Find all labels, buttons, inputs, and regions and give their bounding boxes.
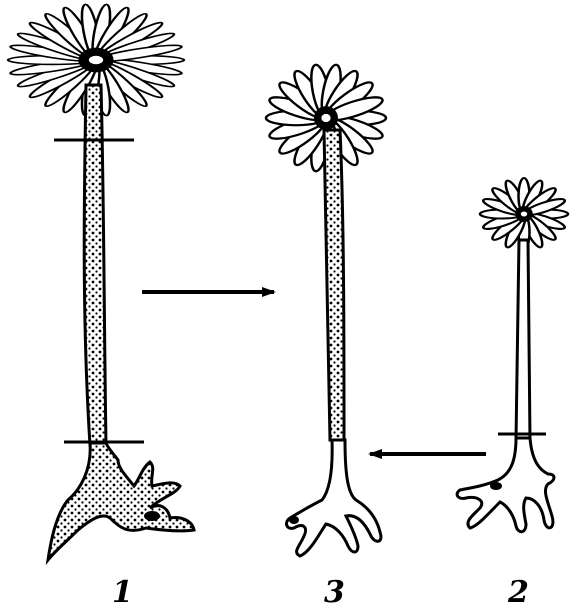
specimen-1 — [8, 4, 194, 560]
specimen-1-cap-pore — [88, 55, 104, 65]
specimen-3-cap-pore — [321, 113, 332, 123]
specimen-3-stalk — [324, 130, 344, 440]
specimen-3-label: 3 — [324, 578, 345, 608]
specimen-1-rhizoid — [48, 443, 194, 560]
specimen-2-label: 2 — [508, 578, 529, 608]
specimen-1-nucleus — [144, 511, 160, 521]
specimen-3-nucleus — [289, 516, 299, 524]
specimen-1-label: 1 — [112, 578, 133, 608]
specimen-3 — [266, 64, 386, 556]
specimen-2 — [457, 178, 568, 532]
specimen-2-stalk — [516, 240, 530, 440]
specimen-3-rhizoid — [287, 440, 381, 556]
specimen-2-cap-pore — [520, 211, 528, 217]
specimen-2-nucleus — [490, 482, 502, 490]
